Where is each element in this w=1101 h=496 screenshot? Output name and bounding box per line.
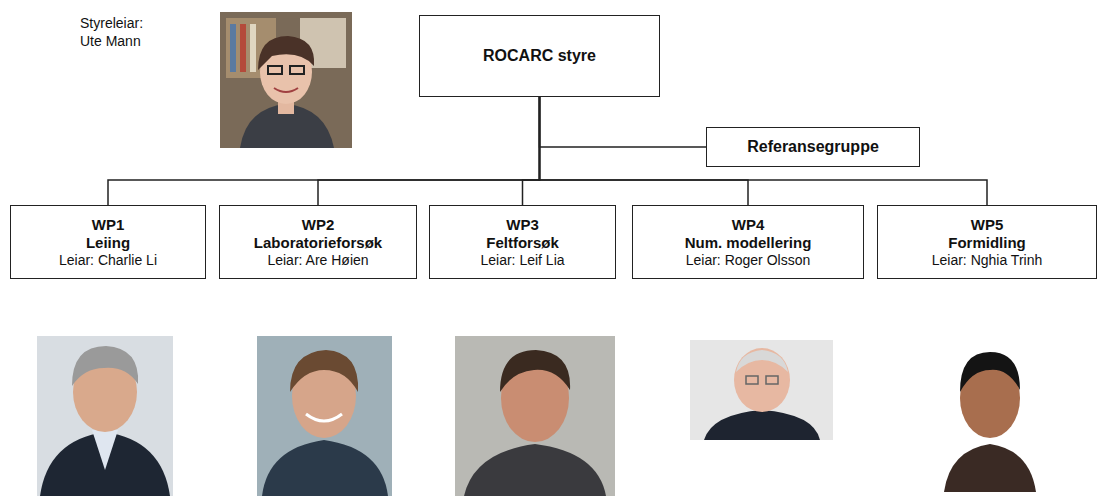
leader-photo — [455, 336, 615, 496]
leader-photo — [690, 340, 833, 440]
box-title: WP4 — [732, 216, 765, 234]
leader-photo — [257, 336, 392, 496]
org-connector — [318, 97, 540, 205]
board-box: ROCARC styre — [419, 15, 660, 97]
work-package-box: WP4Num. modelleringLeiar: Roger Olsson — [632, 205, 864, 279]
reference-group-box: Referansegruppe — [706, 127, 920, 167]
leader-name: Leiar: Leif Lia — [480, 252, 564, 269]
work-package-box: WP1LeiingLeiar: Charlie Li — [10, 205, 206, 279]
box-title: WP2 — [302, 216, 335, 234]
leader-name: Leiar: Are Høien — [267, 252, 368, 269]
box-title: Laboratorieforsøk — [254, 234, 382, 252]
box-title: WP3 — [506, 216, 539, 234]
box-title: Formidling — [948, 234, 1026, 252]
chair-photo — [220, 12, 352, 148]
leader-name: Leiar: Charlie Li — [59, 252, 157, 269]
leader-photo — [940, 346, 1040, 492]
box-title: WP1 — [92, 216, 125, 234]
box-title: ROCARC styre — [483, 46, 596, 65]
leader-name: Leiar: Nghia Trinh — [932, 252, 1043, 269]
box-title: Referansegruppe — [747, 137, 879, 156]
box-title: Feltforsøk — [486, 234, 559, 252]
work-package-box: WP3FeltforsøkLeiar: Leif Lia — [429, 205, 616, 279]
box-title: WP5 — [971, 216, 1004, 234]
org-connector — [540, 97, 988, 205]
work-package-box: WP5FormidlingLeiar: Nghia Trinh — [877, 205, 1097, 279]
work-package-box: WP2LaboratorieforsøkLeiar: Are Høien — [219, 205, 417, 279]
box-title: Num. modellering — [685, 234, 812, 252]
leader-photo — [37, 336, 173, 496]
org-connector — [540, 97, 707, 147]
box-title: Leiing — [86, 234, 130, 252]
chair-label: Ute Mann — [80, 33, 141, 50]
org-connector — [523, 97, 540, 205]
chair-label: Styreleiar: — [80, 15, 143, 32]
leader-name: Leiar: Roger Olsson — [686, 252, 811, 269]
org-connector — [108, 97, 540, 205]
